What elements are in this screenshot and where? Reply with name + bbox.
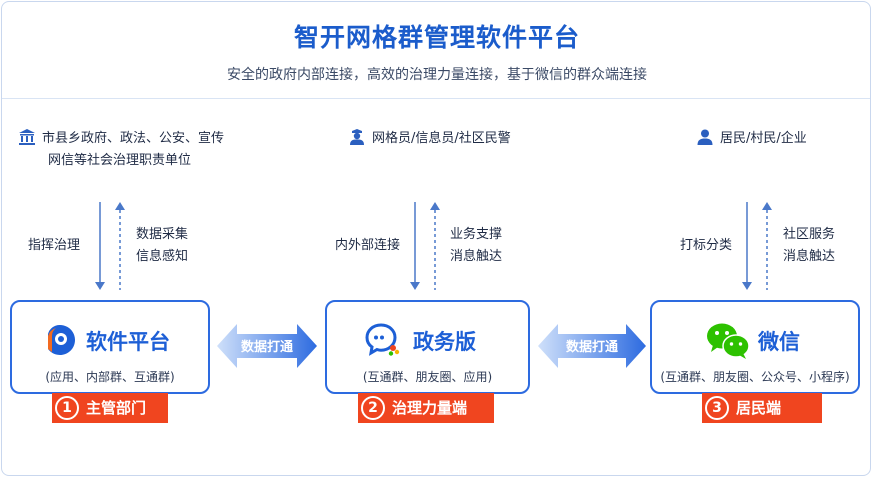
police-officer-icon bbox=[350, 129, 364, 145]
group-residents: 居民/村民/企业 bbox=[696, 128, 807, 150]
group-grid-staff-label: 网格员/信息员/社区民警 bbox=[372, 131, 511, 146]
tag-competent-department: 1 主管部门 bbox=[52, 393, 168, 423]
flow-2-down-label: 内外部连接 bbox=[335, 238, 401, 253]
box-government-edition-name: 政务版 bbox=[413, 330, 476, 354]
tag-residents: 3 居民端 bbox=[702, 393, 822, 423]
link-arrow-1: 数据打通 bbox=[217, 320, 317, 372]
group-grid-staff: 网格员/信息员/社区民警 bbox=[348, 128, 511, 150]
flow-3-up-label-2: 消息触达 bbox=[783, 249, 836, 264]
flow-2-up-label-1: 业务支撑 bbox=[450, 227, 503, 242]
group-government-line2: 网信等社会治理职责单位 bbox=[48, 153, 192, 168]
group-government: 市县乡政府、政法、公安、宣传 网信等社会治理职责单位 bbox=[18, 128, 224, 172]
box-software-platform-name: 软件平台 bbox=[86, 330, 170, 354]
box-wechat: 微信 (互通群、朋友圈、公众号、小程序) bbox=[650, 300, 860, 394]
box-software-platform: 软件平台 (应用、内部群、互通群) bbox=[10, 300, 210, 394]
group-government-line1: 市县乡政府、政法、公安、宣传 bbox=[42, 131, 225, 146]
box-wechat-name: 微信 bbox=[758, 330, 800, 354]
person-icon bbox=[697, 129, 713, 145]
chat-bubble-logo bbox=[365, 323, 400, 356]
arrow-down-icon bbox=[410, 282, 420, 290]
flow-3-up-label-1: 社区服务 bbox=[783, 227, 836, 242]
box-government-edition-sub: (互通群、朋友圈、应用) bbox=[362, 370, 493, 384]
link-arrow-2: 数据打通 bbox=[538, 320, 646, 372]
flow-arrows-3 bbox=[742, 202, 772, 290]
box-government-edition: 政务版 (互通群、朋友圈、应用) bbox=[325, 300, 530, 394]
page-subtitle: 安全的政府内部连接，高效的治理力量连接，基于微信的群众端连接 bbox=[227, 67, 647, 83]
flow-1-down-label: 指挥治理 bbox=[28, 238, 81, 253]
flow-1-up-label-1: 数据采集 bbox=[136, 227, 189, 242]
arrow-up-icon bbox=[762, 202, 772, 210]
double-arrow-icon bbox=[217, 324, 317, 368]
tag-label: 治理力量端 bbox=[392, 399, 468, 417]
tag-number: 1 bbox=[55, 396, 79, 420]
box-software-platform-sub: (应用、内部群、互通群) bbox=[45, 370, 175, 384]
arrow-up-icon bbox=[430, 202, 440, 210]
page-title: 智开网格群管理软件平台 bbox=[293, 23, 580, 52]
flow-arrows-1 bbox=[95, 202, 125, 290]
tag-label: 主管部门 bbox=[86, 399, 147, 417]
tag-governance-force: 2 治理力量端 bbox=[358, 393, 494, 423]
flow-arrows-2 bbox=[410, 202, 440, 290]
tag-number: 2 bbox=[361, 396, 385, 420]
arrow-down-icon bbox=[95, 282, 105, 290]
flow-2-up-label-2: 消息触达 bbox=[450, 249, 503, 264]
header-divider bbox=[2, 98, 870, 99]
software-platform-logo bbox=[48, 324, 75, 355]
double-arrow-icon bbox=[538, 324, 646, 368]
group-residents-label: 居民/村民/企业 bbox=[720, 131, 807, 146]
flow-3-down-label: 打标分类 bbox=[680, 238, 733, 253]
arrow-down-icon bbox=[742, 282, 752, 290]
government-building-icon bbox=[19, 129, 35, 145]
arrow-up-icon bbox=[115, 202, 125, 210]
flow-1-up-label-2: 信息感知 bbox=[136, 249, 189, 264]
link-arrow-2-label: 数据打通 bbox=[565, 340, 618, 355]
link-arrow-1-label: 数据打通 bbox=[240, 340, 293, 355]
tag-label: 居民端 bbox=[736, 399, 782, 417]
tag-number: 3 bbox=[705, 396, 729, 420]
wechat-logo bbox=[707, 323, 750, 359]
box-wechat-sub: (互通群、朋友圈、公众号、小程序) bbox=[660, 370, 850, 384]
